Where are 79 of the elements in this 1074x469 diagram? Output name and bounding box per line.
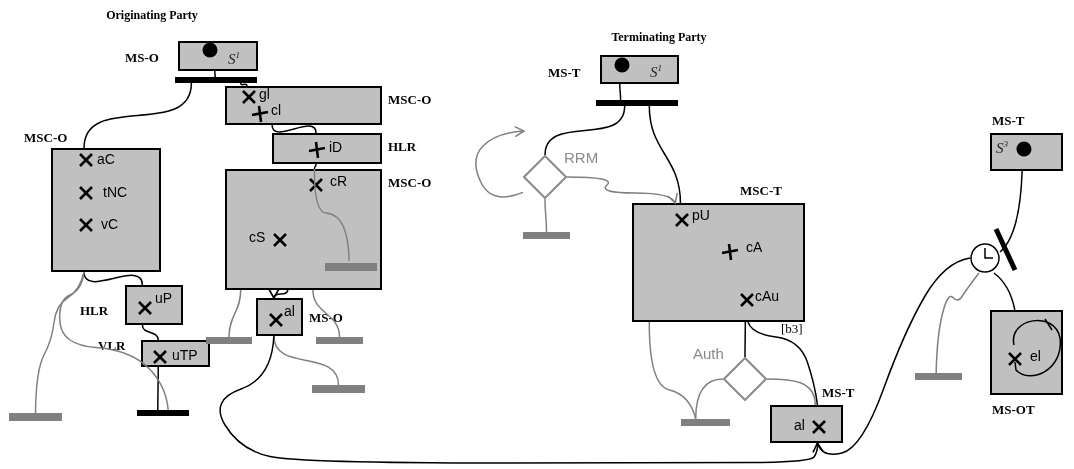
path-line [619,83,622,101]
end-bar [325,263,377,271]
path-line [228,289,242,338]
end-bar [523,232,570,239]
path-line [83,82,193,149]
fork-bar [175,77,257,83]
path-line [544,105,626,156]
responsibility-label: gl [259,86,270,102]
path-line [239,82,248,87]
path-line [271,124,317,134]
path-line [157,366,159,411]
component-label: MS-T [992,113,1025,128]
responsibility-label: uTP [172,347,198,363]
end-bar [312,385,365,393]
path-line [34,271,85,414]
component-label: HLR [80,303,109,318]
component-label: MSC-O [24,130,68,145]
responsibility-label: cS [249,229,266,245]
edge-label: [b3] [780,322,804,336]
path-line [766,378,816,406]
stub-label: RRM [564,149,599,166]
path-line [214,70,216,78]
path-line [816,257,971,455]
responsibility-label: iD [329,139,343,155]
responsibility-label: al [794,417,805,433]
path-arrow [219,335,824,464]
path-line [694,378,724,420]
component-label: MS-OT [992,402,1035,417]
path-arrow [475,126,525,198]
component-label: MSC-T [740,183,782,198]
end-bar [9,413,62,421]
end-bar [206,337,252,344]
path-line [313,168,350,262]
party-heading: Originating Party [106,8,198,22]
path-line [273,335,340,386]
party-heading: Terminating Party [611,30,707,44]
component-label: MS-O [309,310,343,325]
end-bar [681,419,730,426]
component-label: HLR [388,139,417,154]
responsibility-label: cR [330,173,348,189]
component-label: MSC-O [388,175,432,190]
responsibility-label: cl [271,102,282,118]
stub-name: S$^{1}$ [650,62,662,81]
path-line [648,321,697,420]
responsibility-label: pU [692,207,710,223]
stub-name: S$^{3}$ [996,138,1008,157]
path-arrow [269,287,289,299]
path-line [993,272,1016,311]
path-line [935,272,980,374]
path-line [747,321,819,406]
end-bar [316,337,363,344]
responsibility-label: cA [746,239,763,255]
responsibility-label: al [284,303,295,319]
responsibility-label: el [1030,348,1041,364]
path-line [544,198,548,233]
component-label: MS-T [548,65,581,80]
path-line [648,105,682,204]
path-line [312,289,341,338]
fork-bar [137,410,189,416]
path-line [313,163,317,170]
path-line [744,321,747,358]
component-label: MS-T [822,385,855,400]
responsibility-label: aC [97,151,115,167]
component-label: MS-O [125,50,159,65]
fork-bar [596,100,678,106]
component-label: VLR [98,338,126,353]
end-bar [915,373,962,380]
timer-circle [970,243,1000,273]
stub-name: S$^{1}$ [228,49,240,68]
path-line [141,324,159,341]
path-line [999,170,1023,253]
responsibility-label: cAu [755,288,780,304]
responsibility-label: uP [155,290,173,306]
path-line [58,271,169,411]
path-arrow [566,176,677,204]
responsibility-label: tNC [103,184,128,200]
stub-label: Auth [693,345,724,362]
responsibility-label: vC [101,216,119,232]
component-label: MSC-O [388,92,432,107]
